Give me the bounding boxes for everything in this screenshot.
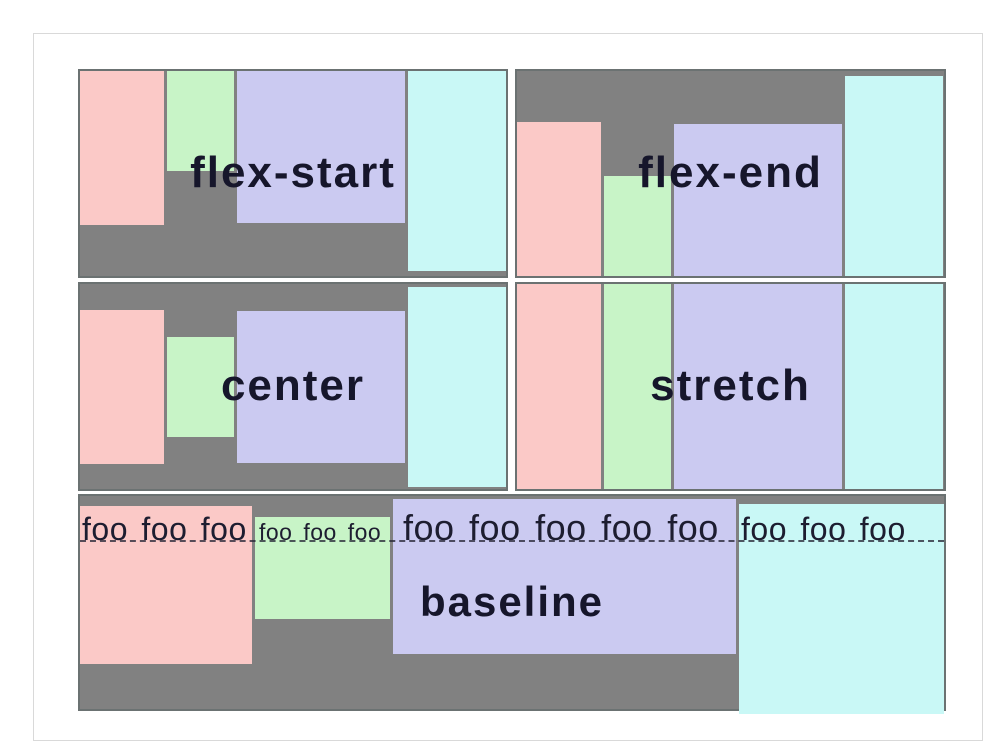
flex-item-lavender: foo foo foo foo foo [393,499,736,654]
flex-item-lavender [237,310,405,463]
panel-center: center [78,282,508,491]
panel-stretch: stretch [515,282,946,491]
panel-baseline: foo foo foo foo foo foo foo foo foo foo … [78,494,946,714]
panel-label-flex-start: flex-start [190,147,396,197]
panel-flex-end: flex-end [515,69,946,278]
flex-item-pink [80,309,164,464]
panel-label-stretch: stretch [650,360,811,410]
flex-item-cyan [845,76,943,276]
flex-item-cyan: foo foo foo [739,504,944,714]
flex-item-lavender [674,284,842,489]
baseline-guide-line [80,540,944,542]
panel-label-center: center [220,360,366,410]
flex-item-cyan [845,284,943,489]
panel-flex-start: flex-start [78,69,508,278]
flex-item-cyan [408,71,506,271]
flex-item-green [167,71,234,171]
flex-item-lavender [237,71,405,223]
flex-item-green [604,284,671,489]
demo-card: flex-start flex-end center stretch foo f… [33,33,983,741]
panel-label-baseline: baseline [419,577,605,625]
flex-item-green [604,176,671,276]
flex-item-lavender [674,124,842,276]
flex-item-pink: foo foo foo [80,506,252,664]
flex-item-pink [80,71,164,225]
flex-item-green [167,336,234,437]
flex-item-cyan [408,286,506,487]
panel-label-flex-end: flex-end [638,147,823,197]
flex-item-green: foo foo foo [255,517,390,619]
flex-item-pink [517,284,601,489]
flex-item-pink [517,122,601,276]
